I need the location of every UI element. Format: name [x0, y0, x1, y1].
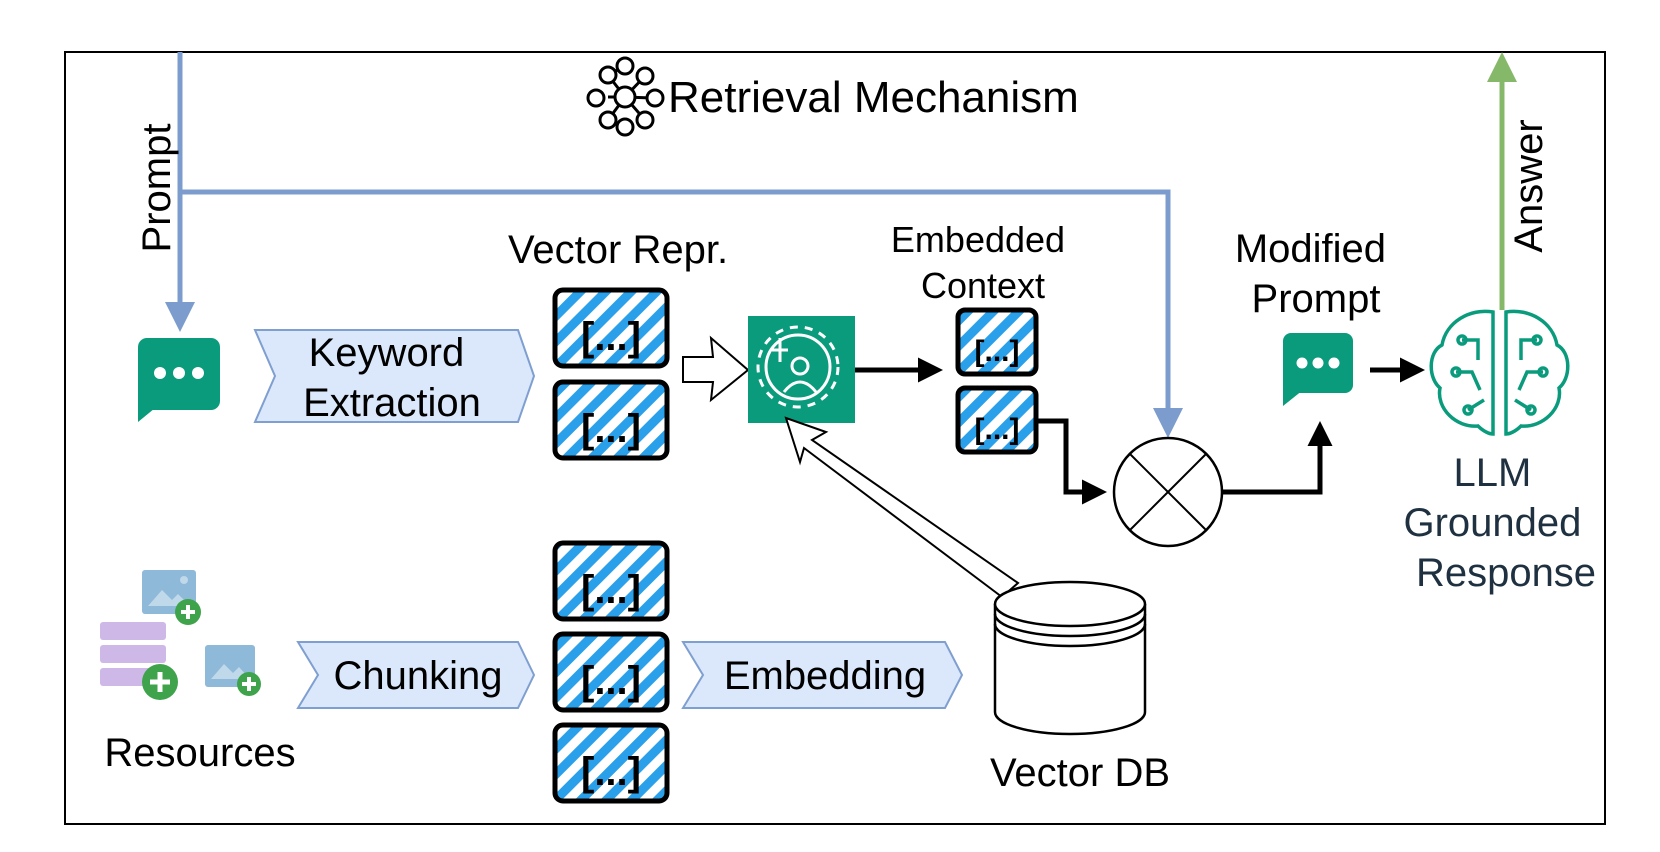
combiner-node [1112, 436, 1224, 548]
svg-text:[...]: [...] [975, 335, 1020, 368]
svg-text:[...]: [...] [581, 315, 641, 359]
vector-block: [...] [552, 379, 670, 461]
chunking-label: Chunking [333, 654, 502, 698]
chunk-block: [...] [552, 722, 670, 804]
modified-prompt-chat-icon [1283, 333, 1353, 406]
context-block: [...] [955, 307, 1039, 377]
combiner-to-prompt-arrow [1222, 421, 1333, 495]
vector-db-label: Vector DB [990, 751, 1170, 795]
vector-repr-label: Vector Repr. [508, 228, 728, 272]
llm-brain-icon [1429, 309, 1570, 436]
diagram-title: Retrieval Mechanism [668, 73, 1079, 122]
diagram-frame [64, 51, 1606, 825]
svg-text:[...]: [...] [581, 750, 641, 794]
network-icon [586, 56, 665, 137]
embedded-context-label: Embedded Context [891, 219, 1075, 306]
answer-edge-label: Answer [1507, 119, 1551, 252]
prompt-chat-icon [138, 338, 220, 422]
svg-text:[...]: [...] [581, 659, 641, 703]
context-block: [...] [955, 385, 1039, 455]
prompt-arrow-to-combiner [180, 189, 1183, 438]
embedding-label: Embedding [724, 654, 926, 698]
query-to-retriever-arrow [682, 335, 750, 403]
retriever-brain-gear-icon [748, 316, 855, 423]
svg-text:[...]: [...] [581, 407, 641, 451]
context-to-combiner-arrow [1036, 418, 1107, 505]
svg-text:[...]: [...] [581, 568, 641, 612]
llm-label: LLM Grounded Response [1403, 451, 1596, 595]
keyword-extraction-label: Keyword Extraction [303, 331, 481, 425]
resources-label: Resources [104, 731, 295, 775]
db-to-retriever-arrow [784, 416, 1020, 599]
svg-text:[...]: [...] [975, 413, 1020, 446]
keyword-extraction-step [253, 329, 536, 423]
modified-prompt-label: Modified Prompt [1235, 227, 1397, 321]
embedding-step [681, 641, 964, 709]
resource-image-icon [205, 645, 261, 696]
vector-block: [...] [552, 287, 670, 369]
vector-db-cylinder [993, 580, 1147, 736]
prompt-edge-label: Prompt [135, 124, 179, 253]
chunking-step [296, 641, 536, 709]
resource-image-icon [142, 570, 201, 625]
chunk-block: [...] [552, 631, 670, 713]
chunk-block: [...] [552, 540, 670, 622]
resource-document-icon [100, 622, 178, 700]
